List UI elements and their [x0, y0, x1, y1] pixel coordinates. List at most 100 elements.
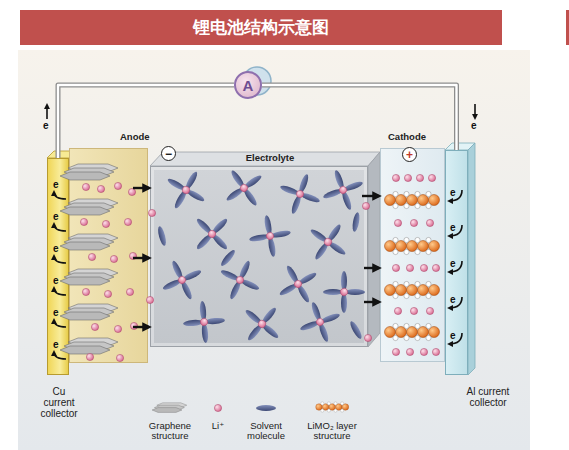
lithium-ion [104, 290, 111, 297]
lithium-ion [97, 185, 104, 192]
lithium-ion [410, 307, 417, 314]
limo2-layer [385, 323, 440, 340]
ion-arrow [362, 195, 379, 197]
solvent-molecule [279, 173, 321, 215]
legend-text: Graphene structure [141, 421, 199, 441]
solvent-molecule [242, 208, 299, 265]
graphene-stack [60, 304, 118, 320]
lithium-ion [114, 182, 121, 189]
graphene-stack [60, 164, 118, 180]
lithium-ion [82, 288, 89, 295]
part-label: Electrolyte [161, 152, 379, 163]
title-banner: 锂电池结构示意图 [20, 10, 502, 45]
lithium-ion [146, 296, 153, 303]
lithium-ion [148, 209, 155, 216]
legend-item: Solvent molecule [241, 421, 291, 441]
solvent-molecule [235, 297, 288, 350]
limo2-layer [385, 237, 440, 254]
al-current-collector: Al current collector [445, 150, 468, 375]
lithium-ion [364, 334, 371, 341]
lithium-ion [91, 323, 98, 330]
lithium-ion [428, 174, 435, 181]
part-label: Anode [120, 131, 150, 142]
part-label: Cu current collector [37, 386, 81, 419]
solvent-molecule [348, 320, 363, 340]
solvent-molecule [303, 217, 354, 268]
solvent-molecule [351, 212, 360, 233]
lithium-ion [426, 307, 433, 314]
ammeter-symbol: A [243, 78, 254, 93]
lithium-ion [130, 322, 137, 329]
electron-arrow [54, 320, 66, 327]
legend-text: Li⁺ [203, 421, 233, 431]
side-bar [566, 10, 569, 45]
lithium-ion [362, 202, 369, 209]
lithium-ion [420, 264, 427, 271]
lithium-ion [416, 174, 423, 181]
legend-item: Li⁺ [203, 421, 233, 431]
lithium-ion [392, 348, 399, 355]
lithium-ion [410, 219, 417, 226]
solvent-molecule [215, 159, 273, 217]
electron-arrow [46, 105, 48, 119]
lithium-ion [124, 218, 131, 225]
ion-arrow [133, 187, 149, 189]
lithium-ion [129, 252, 136, 259]
electrolyte-side-face [368, 152, 380, 347]
solvent-molecule [219, 248, 236, 267]
lithium-ion [432, 264, 439, 271]
lithium-ion [86, 353, 93, 360]
lithium-ion [80, 218, 87, 225]
graphene-stack [60, 234, 118, 250]
legend-item: Graphene structure [141, 421, 199, 441]
cu-current-collector: Cu current collector [47, 158, 69, 375]
anode-region: −Anode [69, 148, 148, 363]
graphene-stack [60, 199, 118, 215]
electron-arrow [54, 256, 66, 263]
lithium-ion [88, 253, 95, 260]
ion-arrow [133, 326, 149, 328]
electron-arrow [54, 352, 66, 359]
electron-arrow [474, 104, 476, 118]
electron-arrow [449, 225, 462, 236]
lithium-ion [394, 307, 401, 314]
electrolyte-top-face [150, 152, 380, 166]
solvent-molecule [314, 161, 372, 219]
lithium-ion [420, 348, 427, 355]
lithium-ion [392, 264, 399, 271]
solvent-molecule [184, 206, 239, 261]
lithium-ion [110, 255, 117, 262]
legend-limo2-sample [316, 402, 349, 412]
electron-arrow [54, 192, 66, 199]
limo2-layer [385, 281, 440, 298]
lithium-ion [394, 219, 401, 226]
circuit-wire [262, 85, 457, 150]
terminal-sign: − [165, 148, 172, 160]
solvent-molecule [269, 255, 327, 313]
lithium-ion [392, 174, 399, 181]
solvent-molecule [157, 226, 168, 247]
lithium-ion [406, 264, 413, 271]
cathode-region: +Cathode [380, 148, 445, 362]
part-label: Al current collector [466, 386, 510, 408]
lithium-ion [126, 288, 133, 295]
solvent-molecule [153, 251, 212, 310]
ion-arrow [364, 301, 379, 303]
solvent-molecule [176, 294, 231, 349]
lithium-ion [102, 220, 109, 227]
lithium-ion [116, 354, 123, 361]
terminal-sign: + [406, 149, 413, 161]
ammeter-circle: A [234, 71, 262, 99]
solvent-molecule [162, 166, 210, 214]
ion-arrow [364, 267, 379, 269]
electrolyte-box: Electrolyte [150, 166, 368, 347]
wire-group [262, 85, 457, 150]
lithium-ion [426, 219, 433, 226]
lithium-ion [406, 348, 413, 355]
electron-arrow [54, 224, 66, 231]
lithium-ion [128, 188, 135, 195]
electron-arrow [449, 190, 462, 201]
positive-terminal: + [402, 147, 417, 162]
ion-arrow [133, 257, 149, 259]
